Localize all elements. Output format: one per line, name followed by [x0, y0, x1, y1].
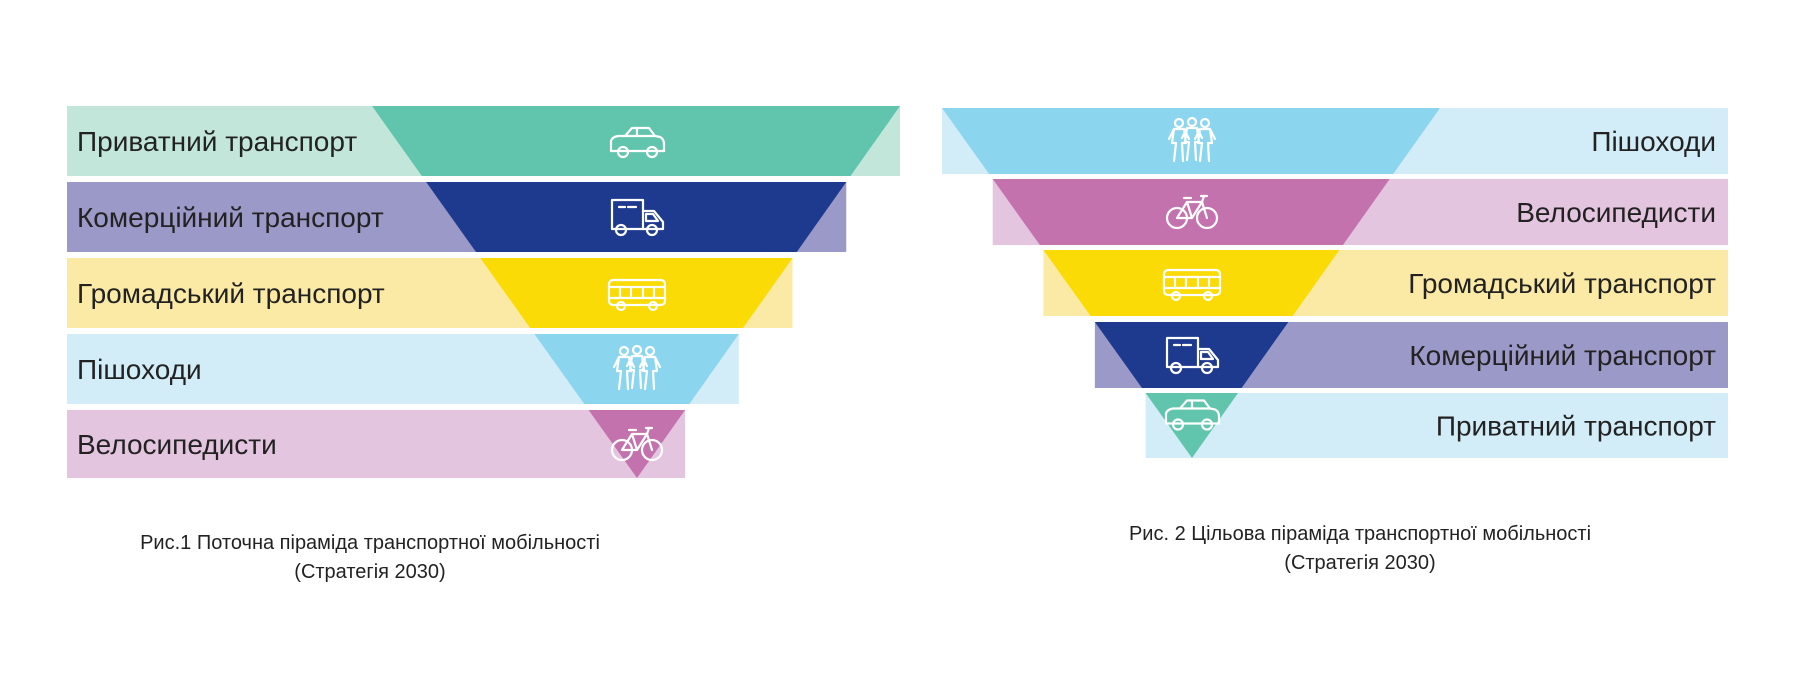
band-background — [1145, 393, 1728, 458]
figure2-caption-source: (Стратегія 2030) — [1284, 552, 1436, 574]
triangle-segment — [1043, 250, 1340, 316]
band-truck: Комерційний транспорт — [1094, 322, 1728, 388]
band-pedestrians: Пішоходи — [942, 108, 1728, 174]
band-label: Громадський транспорт — [77, 278, 385, 309]
band-bicycle: Велосипедисти — [992, 179, 1728, 245]
band-car: Приватний транспорт — [1145, 393, 1728, 458]
band-bus: Громадський транспорт — [1043, 250, 1728, 316]
figure2-caption: Рис. 2 Цільова піраміда транспортної моб… — [1060, 520, 1660, 578]
band-bicycle: Велосипедисти — [67, 410, 686, 478]
triangle-segment — [942, 108, 1440, 174]
triangle-segment — [588, 410, 686, 478]
figure1-caption-title: Рис.1 Поточна піраміда транспортної мобі… — [140, 532, 600, 554]
band-pedestrians: Пішоходи — [67, 334, 739, 404]
band-label: Велосипедисти — [1516, 197, 1716, 228]
triangle-segment — [480, 258, 793, 328]
band-label: Комерційний транспорт — [77, 202, 384, 233]
band-truck: Комерційний транспорт — [67, 182, 847, 252]
band-background — [67, 410, 686, 478]
triangle-segment — [1094, 322, 1289, 388]
triangle-segment — [534, 334, 739, 404]
band-car: Приватний транспорт — [67, 106, 900, 176]
band-bus: Громадський транспорт — [67, 258, 793, 328]
figure2-caption-title: Рис. 2 Цільова піраміда транспортної моб… — [1128, 523, 1592, 545]
band-label: Приватний транспорт — [1436, 411, 1716, 442]
figure1-caption: Рис.1 Поточна піраміда транспортної мобі… — [40, 529, 700, 587]
band-label: Велосипедисти — [77, 429, 277, 460]
figure1-caption-source: (Стратегія 2030) — [294, 561, 446, 583]
band-label: Пішоходи — [77, 354, 202, 385]
triangle-segment — [426, 182, 847, 252]
band-label: Пішоходи — [1591, 126, 1716, 157]
band-label: Приватний транспорт — [77, 126, 357, 157]
triangle-segment — [372, 106, 900, 176]
band-label: Комерційний транспорт — [1409, 340, 1716, 371]
band-label: Громадський транспорт — [1408, 268, 1716, 299]
